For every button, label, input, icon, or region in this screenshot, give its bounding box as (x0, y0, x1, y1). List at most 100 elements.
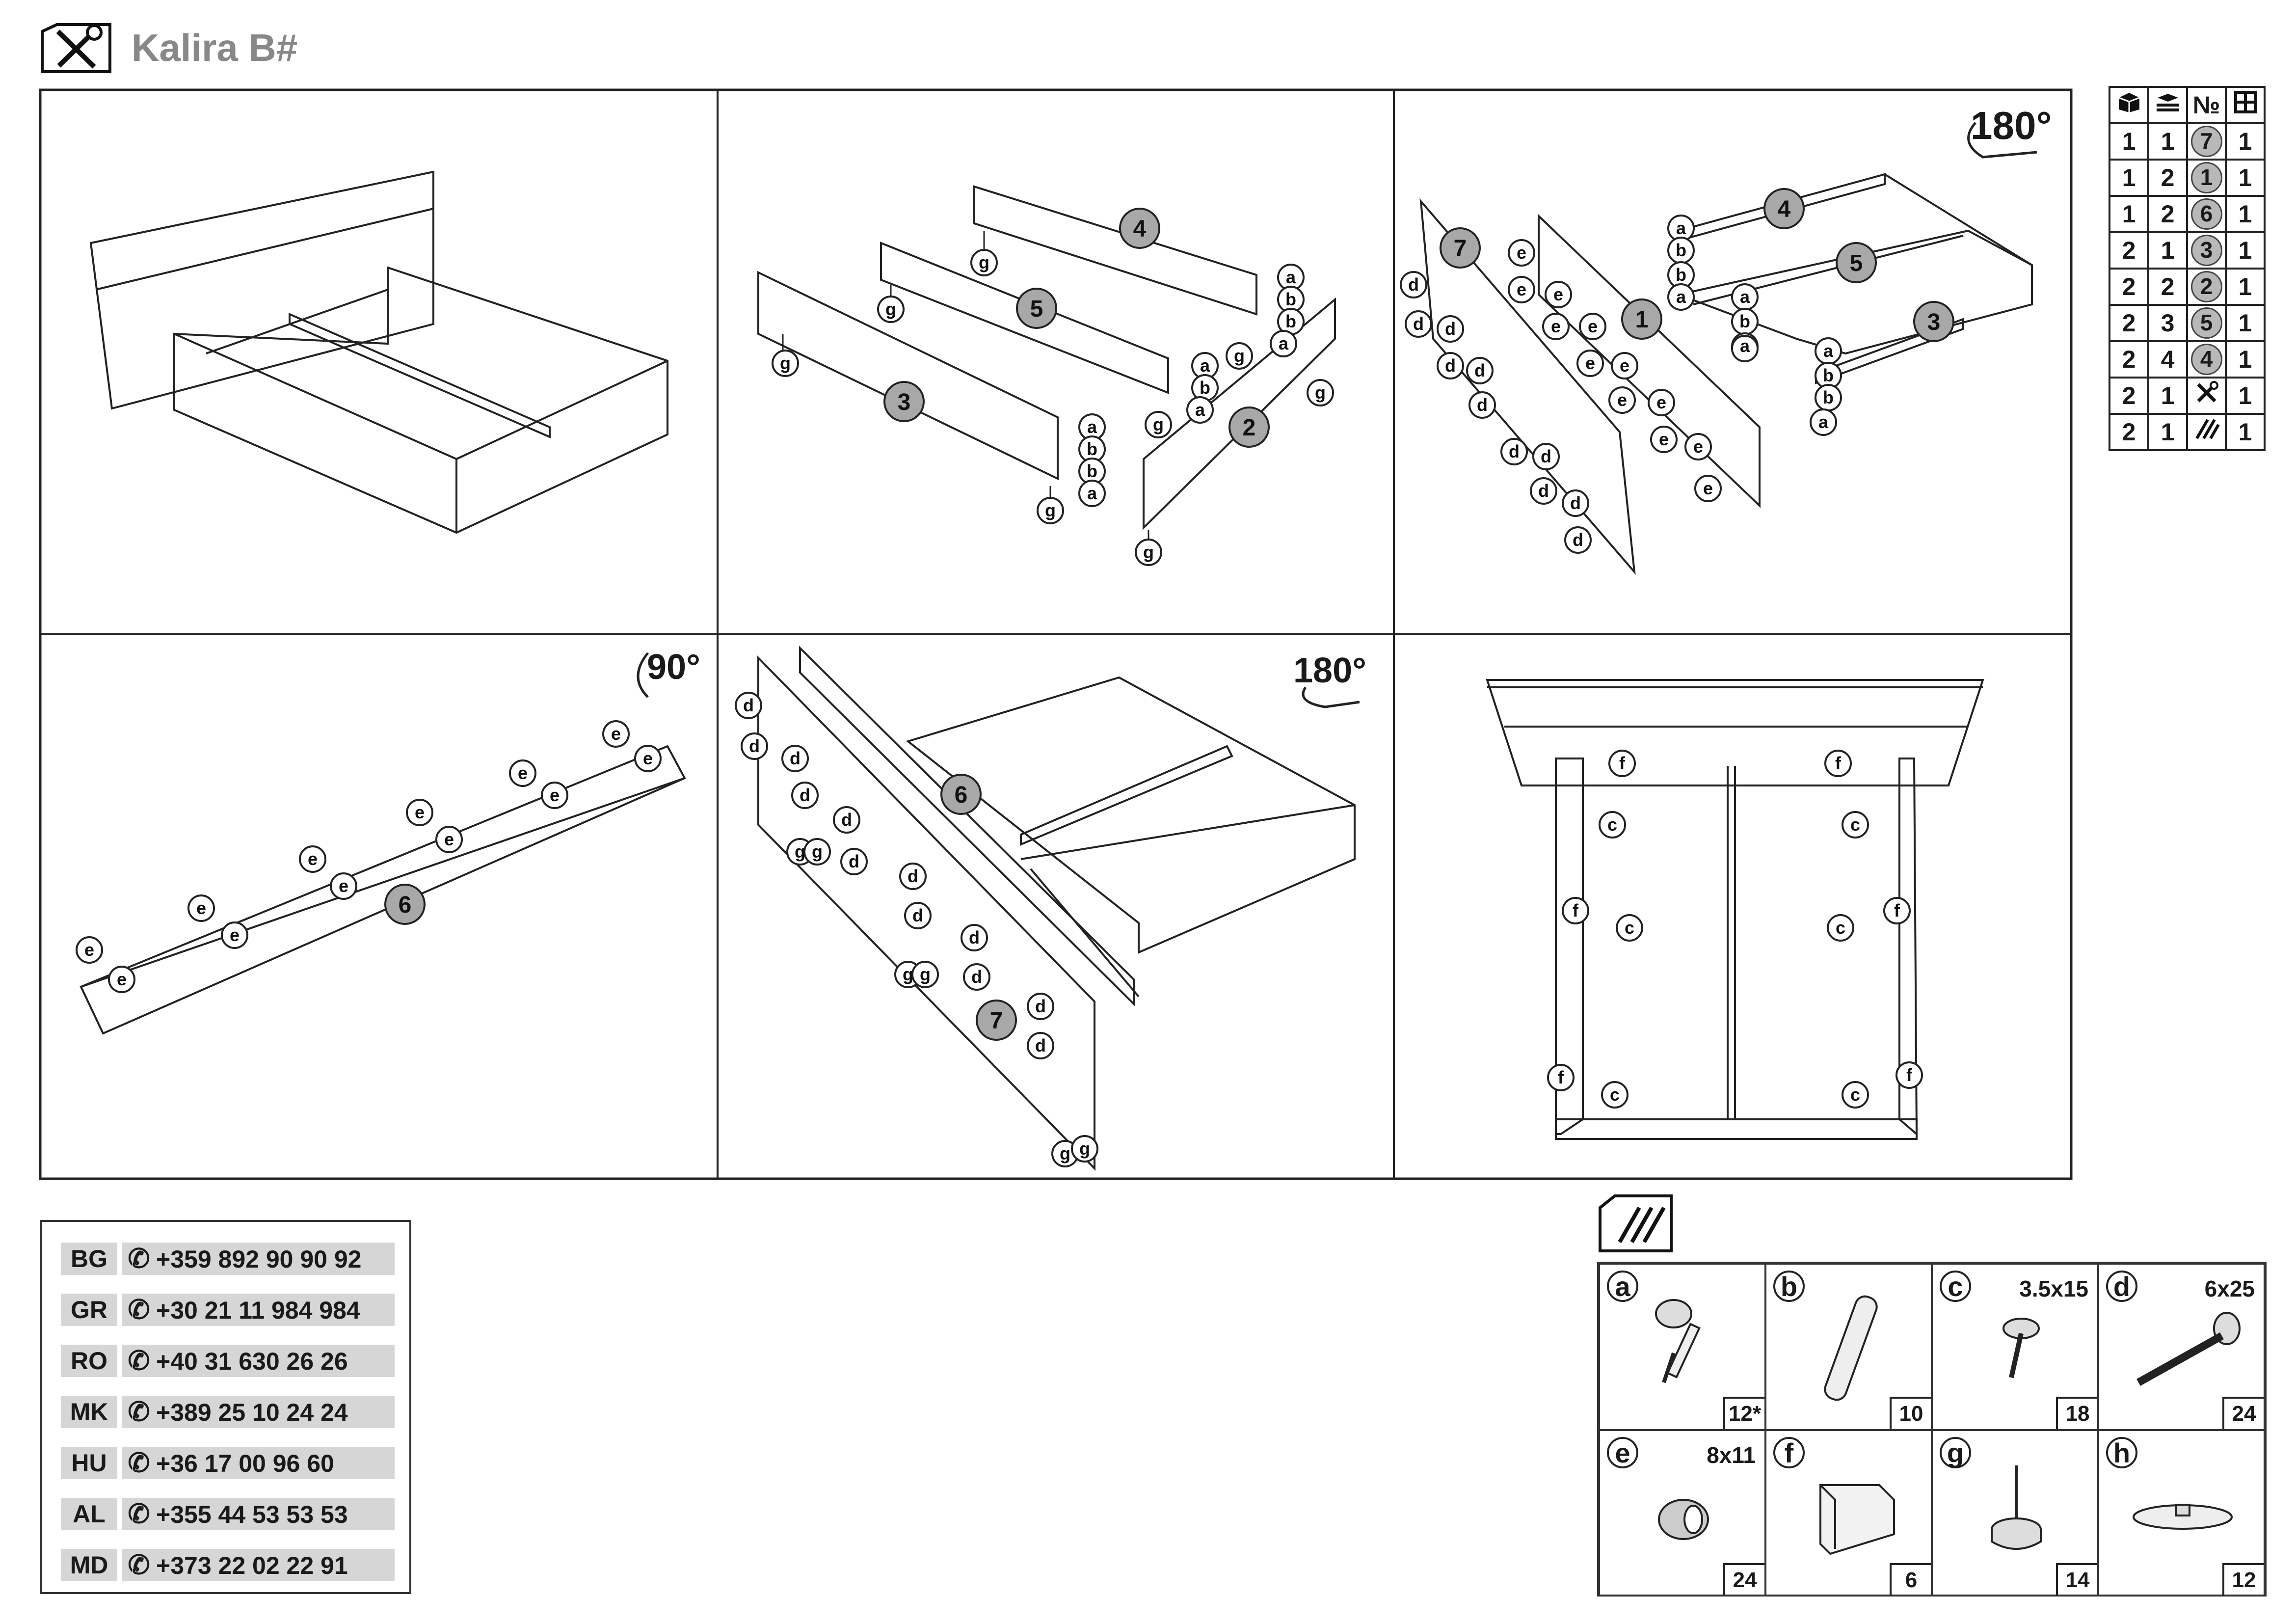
svg-text:e: e (1620, 355, 1629, 376)
phone-number[interactable]: +30 21 11 984 984 (156, 1297, 360, 1324)
box-cell: 2 (2109, 268, 2149, 306)
svg-text:6: 6 (399, 892, 412, 918)
phone-number[interactable]: +359 892 90 90 92 (156, 1245, 362, 1273)
svg-text:a: a (1200, 355, 1210, 376)
svg-text:4: 4 (1133, 216, 1147, 242)
part-number: 3 (2190, 235, 2222, 266)
document-title: Kalira B# (132, 26, 298, 69)
svg-text:e: e (1551, 316, 1561, 336)
svg-text:b: b (1823, 365, 1834, 385)
svg-text:e: e (1588, 316, 1598, 336)
hardware-qty: 24 (1723, 1563, 1764, 1596)
step6-topview-drawing (1486, 679, 1984, 1140)
short-screw-icon (2002, 1318, 2040, 1379)
nail-glide-icon (1991, 1465, 2042, 1550)
svg-text:g: g (780, 353, 791, 373)
phone-number[interactable]: +40 31 630 26 26 (156, 1348, 348, 1375)
phone-number[interactable]: +355 44 53 53 53 (156, 1501, 348, 1528)
svg-text:c: c (1850, 814, 1860, 835)
phone-icon: ✆ (128, 1499, 150, 1529)
step3-frame-drawing (1419, 173, 2033, 575)
svg-text:a: a (1087, 417, 1097, 437)
svg-text:e: e (518, 763, 528, 783)
svg-text:f: f (1906, 1065, 1913, 1085)
hardware-letter: f (1773, 1437, 1805, 1468)
svg-text:a: a (1740, 287, 1750, 307)
svg-text:d: d (969, 927, 980, 947)
svg-text:c: c (1850, 1084, 1860, 1105)
step4-rail-drawing (80, 745, 686, 1035)
phone-row: AL✆+355 44 53 53 53 (61, 1498, 395, 1530)
phone-number[interactable]: +373 22 02 22 91 (156, 1552, 348, 1579)
qty-cell: 1 (2225, 377, 2266, 415)
step2-rails-drawing (757, 185, 1336, 550)
svg-text:d: d (1570, 493, 1581, 513)
hardware-qty: 24 (2222, 1397, 2264, 1429)
phone-number-box: ✆+36 17 00 96 60 (122, 1447, 395, 1479)
svg-text:d: d (841, 810, 852, 830)
phone-number-box: ✆+355 44 53 53 53 (122, 1498, 395, 1530)
phone-number-box: ✆+389 25 10 24 24 (122, 1396, 395, 1428)
svg-text:b: b (1739, 311, 1750, 331)
svg-text:d: d (1445, 355, 1456, 376)
phone-icon: ✆ (128, 1550, 150, 1580)
svg-text:d: d (749, 736, 760, 756)
hardware-cell-h: h 12 (2098, 1430, 2265, 1597)
leveling-pad-icon (2133, 1504, 2233, 1530)
svg-text:e: e (1659, 429, 1669, 449)
step5-frame-drawing (757, 646, 1356, 1171)
stack-cell: 1 (2147, 122, 2188, 161)
phone-number-box: ✆+30 21 11 984 984 (122, 1294, 395, 1326)
svg-text:d: d (1408, 274, 1419, 295)
stack-cell: 2 (2147, 268, 2188, 306)
phone-number[interactable]: +389 25 10 24 24 (156, 1399, 348, 1426)
svg-text:g: g (1153, 414, 1164, 434)
hardware-size: 6x25 (2204, 1276, 2255, 1301)
svg-text:f: f (1558, 1067, 1564, 1087)
phone-number[interactable]: +36 17 00 96 60 (156, 1450, 334, 1477)
part-number: 7 (2190, 126, 2222, 157)
rotation-label-step3: 180° (1971, 104, 2052, 147)
rotation-label-step5: 180° (1293, 651, 1366, 690)
svg-text:e: e (1703, 478, 1713, 498)
svg-text:b: b (1087, 461, 1097, 481)
box-cell: 2 (2109, 304, 2149, 342)
part-number-cell: 4 (2186, 340, 2227, 379)
stack-cell: 1 (2147, 231, 2188, 270)
svg-text:a: a (1823, 341, 1834, 361)
hardware-qty: 18 (2056, 1397, 2097, 1429)
country-code: MD (61, 1549, 117, 1581)
svg-text:g: g (1315, 382, 1326, 403)
svg-text:b: b (1676, 265, 1686, 285)
hardware-letter: b (1773, 1271, 1805, 1302)
step1-bed-drawing (89, 170, 668, 534)
svg-text:c: c (1625, 918, 1634, 938)
svg-text:d: d (1035, 1035, 1046, 1056)
svg-text:d: d (1445, 319, 1456, 339)
phone-number-box: ✆+40 31 630 26 26 (122, 1345, 395, 1377)
svg-text:g: g (1234, 346, 1245, 366)
stack-cell: 4 (2147, 340, 2188, 379)
svg-text:d: d (1509, 441, 1520, 461)
part-number-cell: 7 (2186, 122, 2227, 161)
svg-text:6: 6 (955, 782, 968, 808)
svg-text:e: e (196, 898, 206, 918)
hardware-cell-c: c 3.5x15 18 (1932, 1264, 2098, 1430)
svg-text:a: a (1087, 483, 1097, 503)
svg-text:e: e (1656, 392, 1666, 412)
svg-text:b: b (1285, 289, 1296, 309)
svg-text:d: d (790, 748, 801, 768)
svg-text:d: d (1477, 395, 1488, 415)
svg-text:e: e (1585, 353, 1595, 373)
hardware-letter: a (1607, 1271, 1638, 1302)
phone-row: GR✆+30 21 11 984 984 (61, 1294, 395, 1326)
svg-text:a: a (1286, 267, 1296, 287)
svg-text:f: f (1894, 900, 1900, 920)
svg-text:d: d (1538, 481, 1549, 501)
tools-icon (2186, 377, 2227, 415)
phone-row: HU✆+36 17 00 96 60 (61, 1447, 395, 1479)
